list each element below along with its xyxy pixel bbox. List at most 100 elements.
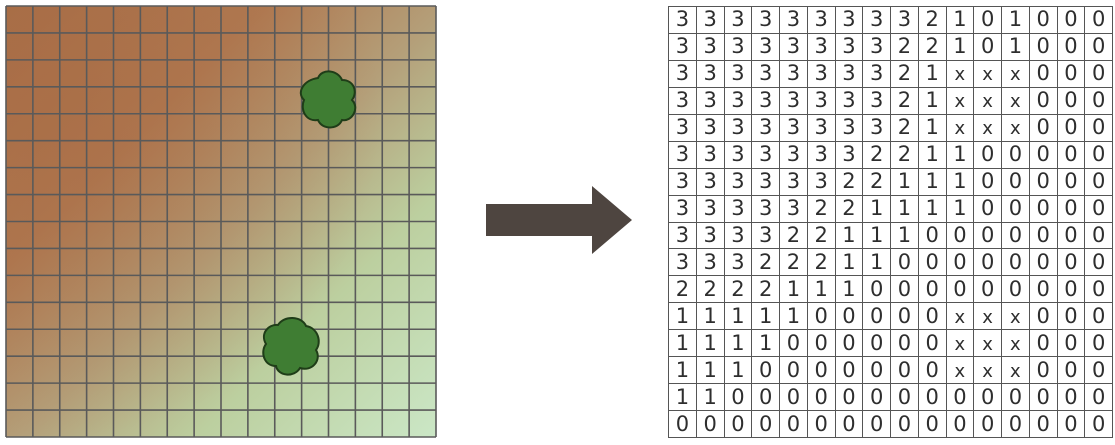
grid-cell: 2: [807, 195, 836, 223]
grid-cell: 3: [724, 141, 753, 169]
grid-cell: 3: [863, 60, 891, 88]
grid-cell: x: [1002, 330, 1030, 358]
grid-cell: 3: [863, 114, 891, 142]
grid-cell: 1: [918, 168, 947, 196]
grid-cell: 0: [1057, 411, 1086, 438]
grid-cell: 0: [752, 357, 780, 385]
grid-cell: 3: [752, 33, 780, 61]
grid-cell: 0: [974, 168, 1002, 196]
grid-cell: 2: [669, 276, 697, 304]
grid-cell: 0: [974, 195, 1002, 223]
grid-cell: 0: [918, 276, 947, 304]
grid-cell: 2: [891, 33, 919, 61]
grid-cell: 1: [918, 60, 947, 88]
grid-cell: 3: [752, 60, 780, 88]
grid-cell: 0: [1029, 7, 1058, 34]
grid-cell: x: [974, 303, 1002, 331]
grid-cell: 0: [835, 384, 864, 412]
grid-cell: 2: [780, 222, 808, 250]
grid-cell: 0: [1029, 330, 1058, 358]
grid-cell: 0: [946, 384, 975, 412]
grid-cell: 0: [1085, 411, 1113, 438]
grid-cell: 0: [1029, 357, 1058, 385]
grid-cell: 0: [1002, 411, 1030, 438]
grid-cell: 0: [807, 411, 836, 438]
grid-cell: 3: [835, 114, 864, 142]
grid-cell: 0: [1029, 60, 1058, 88]
grid-cell: 3: [669, 222, 697, 250]
grid-cell: 3: [724, 222, 753, 250]
grid-cell: 1: [918, 87, 947, 115]
grid-cell: x: [1002, 87, 1030, 115]
grid-cell: 3: [780, 33, 808, 61]
grid-cell: 0: [974, 7, 1002, 34]
grid-cell: 0: [1029, 141, 1058, 169]
grid-cell: 1: [835, 276, 864, 304]
grid-cell: 3: [669, 33, 697, 61]
grid-cell: 3: [891, 7, 919, 34]
grid-cell: 2: [835, 195, 864, 223]
grid-cell: 0: [1002, 222, 1030, 250]
grid-cell: 1: [1002, 7, 1030, 34]
grid-cell: x: [974, 330, 1002, 358]
grid-cell: 3: [724, 87, 753, 115]
grid-cell: 1: [780, 276, 808, 304]
grid-cell: 0: [1029, 411, 1058, 438]
grid-cell: 0: [780, 330, 808, 358]
grid-cell: 0: [807, 384, 836, 412]
grid-cell: 0: [1029, 87, 1058, 115]
grid-cell: 0: [974, 411, 1002, 438]
grid-cell: 0: [1002, 141, 1030, 169]
grid-cell: 0: [891, 303, 919, 331]
grid-cell: 0: [891, 276, 919, 304]
right-arrow-icon: [486, 186, 632, 254]
grid-cell: 3: [696, 249, 725, 277]
grid-cell: 0: [891, 249, 919, 277]
grid-cell: 0: [918, 222, 947, 250]
grid-cell: 1: [835, 249, 864, 277]
grid-cell: 0: [1085, 141, 1113, 169]
grid-cell: x: [946, 114, 975, 142]
grid-cell: 0: [752, 384, 780, 412]
grid-cell: 0: [918, 357, 947, 385]
bush-icon: [262, 317, 320, 376]
grid-cell: 0: [1057, 330, 1086, 358]
grid-cell: 0: [1085, 168, 1113, 196]
grid-cell: 3: [724, 33, 753, 61]
grid-cell: 0: [891, 411, 919, 438]
grid-cell: 1: [863, 249, 891, 277]
grid-cell: 0: [1085, 195, 1113, 223]
grid-cell: 1: [807, 276, 836, 304]
grid-cell: 0: [835, 411, 864, 438]
grid-cell: 0: [1057, 222, 1086, 250]
grid-cell: 0: [724, 384, 753, 412]
grid-cell: 1: [946, 7, 975, 34]
grid-cell: 1: [946, 195, 975, 223]
grid-cell: x: [974, 357, 1002, 385]
grid-cell: 2: [752, 249, 780, 277]
grid-cell: 3: [863, 7, 891, 34]
grid-cell: 3: [863, 87, 891, 115]
grid-cell: 3: [752, 141, 780, 169]
grid-cell: 3: [835, 33, 864, 61]
grid-cell: 0: [1085, 87, 1113, 115]
grid-cell: 3: [835, 87, 864, 115]
grid-cell: 0: [974, 222, 1002, 250]
grid-cell: 2: [835, 168, 864, 196]
grid-cell: 0: [891, 384, 919, 412]
grid-cell: 0: [974, 384, 1002, 412]
grid-cell: 0: [1029, 303, 1058, 331]
grid-cell: 0: [696, 411, 725, 438]
grid-cell: x: [974, 87, 1002, 115]
grid-cell: 0: [1029, 33, 1058, 61]
grid-cell: 1: [752, 330, 780, 358]
grid-cell: 1: [696, 330, 725, 358]
grid-cell: 0: [724, 411, 753, 438]
grid-cell: 0: [863, 276, 891, 304]
grid-cell: 0: [1057, 141, 1086, 169]
grid-cell: 0: [807, 303, 836, 331]
grid-cell: 3: [780, 168, 808, 196]
grid-cell: 0: [1085, 357, 1113, 385]
grid-cell: 0: [807, 330, 836, 358]
grid-cell: 3: [752, 114, 780, 142]
